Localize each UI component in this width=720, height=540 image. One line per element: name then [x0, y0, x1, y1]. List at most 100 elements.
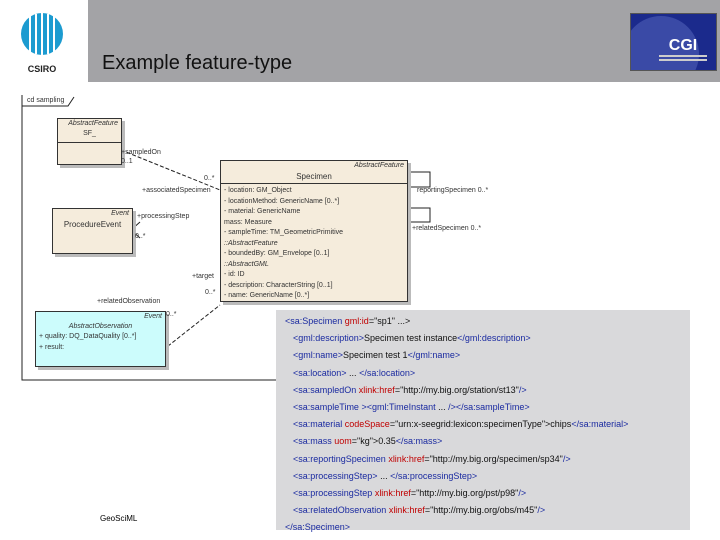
xml-token: <sa:sampleTime ><gml:TimeInstant [293, 402, 436, 412]
svg-text:CGI: CGI [669, 37, 697, 54]
attribute: + quality: DQ_DataQuality [0..*] [39, 333, 137, 340]
stereotype: AbstractFeature [68, 120, 118, 127]
xml-token: ... [435, 402, 449, 412]
attribute: - boundedBy: GM_Envelope [0..1] [224, 250, 330, 257]
xml-token: ="sp1" ...> [368, 316, 411, 326]
xml-token: Specimen test 1 [343, 350, 408, 361]
xml-line: <gml:name>Specimen test 1</gml:name> [293, 350, 460, 360]
xml-token: codeSpace [344, 419, 390, 430]
svg-text:CSIRO: CSIRO [28, 64, 57, 74]
xml-token: ="http://my.big.org/obs/m45" [424, 505, 538, 516]
xml-token: ="http://my.big.org/specimen/sp34" [424, 453, 563, 464]
role-label: +relatedObservation [97, 298, 161, 305]
xml-token: <sa:reportingSpecimen [293, 453, 389, 464]
xml-token: /></sa:sampleTime> [448, 402, 530, 412]
header-bar [88, 0, 720, 82]
multiplicity-label: 0..1 [121, 158, 133, 165]
attribute: + result: [39, 343, 65, 351]
footer-text: GeoSciML [100, 514, 138, 523]
class-name: AbstractObservation [68, 323, 133, 330]
attribute-list: - location: GM_Object - locationMethod: … [221, 183, 407, 302]
xml-line: </sa:Specimen> [285, 522, 350, 532]
xml-line: <sa:material codeSpace="urn:x-seegrid:le… [293, 419, 628, 429]
xml-token: </gml:description> [457, 333, 531, 344]
role-label: +sampledOn [121, 149, 161, 156]
role-label: +processingStep [137, 213, 190, 220]
xml-token: xlink:href [374, 488, 411, 498]
stereotype: Event [111, 210, 129, 217]
xml-token: <sa:material [293, 419, 345, 430]
xml-token: /> [562, 453, 571, 464]
xml-example-panel: <sa:Specimen gml:id="sp1" ...><gml:descr… [276, 310, 690, 532]
xml-token: <sa:processingStep> [293, 470, 378, 481]
frame-label: cd sampling [27, 97, 65, 104]
xml-token: <gml:description> [293, 333, 365, 344]
attribute: - description: CharacterString [0..1] [224, 281, 333, 289]
attribute: - sampleTime: TM_GeometricPrimitive [224, 229, 344, 236]
xml-line: <sa:location> ... </sa:location> [293, 368, 415, 378]
abstract-feature-box[interactable]: AbstractFeature SF_ [57, 118, 122, 165]
multiplicity-label: 0..* [135, 233, 146, 240]
attribute: - id: ID [224, 271, 245, 278]
xml-line: <sa:Specimen gml:id="sp1" ...> [285, 316, 410, 326]
xml-token: </sa:Specimen> [285, 522, 351, 533]
class-name: ProcedureEvent [63, 220, 122, 229]
xml-token: <sa:Specimen [285, 316, 345, 326]
xml-token: ="http://my.big.org/station/st13" [394, 384, 519, 395]
xml-line: <sa:reportingSpecimen xlink:href="http:/… [293, 454, 571, 464]
xml-line: <sa:processingStep xlink:href="http://my… [293, 488, 526, 498]
procedure-event-box[interactable]: Event ProcedureEvent [52, 208, 133, 254]
role-label: +relatedSpecimen 0..* [412, 225, 482, 232]
xml-token: gml:id [344, 316, 369, 326]
xml-line: <sa:mass uom="kg">0.35</sa:mass> [293, 436, 442, 446]
xml-token: <gml:name> [293, 350, 344, 361]
xml-token: </gml:name> [407, 350, 461, 361]
csiro-logo: CSIRO [14, 10, 70, 76]
xml-token: ... [346, 367, 360, 378]
slide-title: Example feature-type [102, 52, 293, 74]
xml-token: xlink:href [358, 384, 395, 395]
xml-token: ="urn:x-seegrid:lexicon:specimenType">ch… [389, 419, 572, 430]
xml-token: <sa:relatedObservation [293, 505, 389, 516]
xml-token: <sa:processingStep [293, 488, 375, 498]
xml-line: <sa:relatedObservation xlink:href="http:… [293, 505, 545, 515]
role-label: +target [192, 273, 214, 280]
inherited-heading: ::AbstractGML [224, 260, 269, 268]
xml-line: <sa:sampleTime ><gml:TimeInstant ... /><… [293, 402, 530, 412]
attribute: - locationMethod: GenericName [0..*] [224, 197, 340, 205]
xml-token: <sa:location> [293, 367, 347, 378]
xml-token: <sa:sampledOn [293, 384, 359, 395]
attribute: - location: GM_Object [224, 187, 292, 194]
attribute: - material: GenericName [224, 208, 301, 215]
stereotype: AbstractFeature [354, 162, 404, 169]
xml-token: uom [334, 436, 352, 447]
attribute: - name: GenericName [0..*] [224, 292, 310, 299]
attribute: mass: Measure [224, 218, 272, 226]
xml-token: /> [537, 505, 546, 516]
xml-line: <sa:processingStep> ... </sa:processingS… [293, 471, 477, 481]
xml-token: xlink:href [388, 453, 425, 464]
role-label: reportingSpecimen 0..* [417, 187, 489, 194]
xml-token: </sa:mass> [395, 436, 443, 447]
xml-line: <sa:sampledOn xlink:href="http://my.big.… [293, 385, 527, 395]
xml-token: ... [377, 470, 391, 481]
xml-token: /> [518, 384, 527, 395]
xml-line: <gml:description>Specimen test instance<… [293, 333, 531, 343]
abstract-observation-box[interactable]: Event AbstractObservation + quality: DQ_… [35, 311, 166, 367]
class-name: Specimen [296, 172, 332, 181]
multiplicity-label: 0..* [166, 311, 177, 318]
specimen-class-box[interactable]: AbstractFeature Specimen - location: GM_… [220, 160, 408, 302]
xml-token: xlink:href [388, 505, 425, 516]
role-label: +associatedSpecimen [142, 187, 211, 194]
xml-token: <sa:mass [293, 436, 335, 447]
inherited-heading: ::AbstractFeature [224, 239, 278, 247]
xml-token: </sa:processingStep> [390, 470, 478, 481]
xml-token: </sa:material> [571, 419, 629, 430]
xml-token: </sa:location> [359, 367, 416, 378]
xml-token: ="kg">0.35 [351, 436, 396, 447]
multiplicity-label: 0..* [204, 175, 215, 182]
class-name: SF_ [83, 130, 96, 137]
stereotype: Event [144, 313, 162, 320]
xml-token: ="http://my.big.org/pst/p98" [410, 488, 519, 498]
